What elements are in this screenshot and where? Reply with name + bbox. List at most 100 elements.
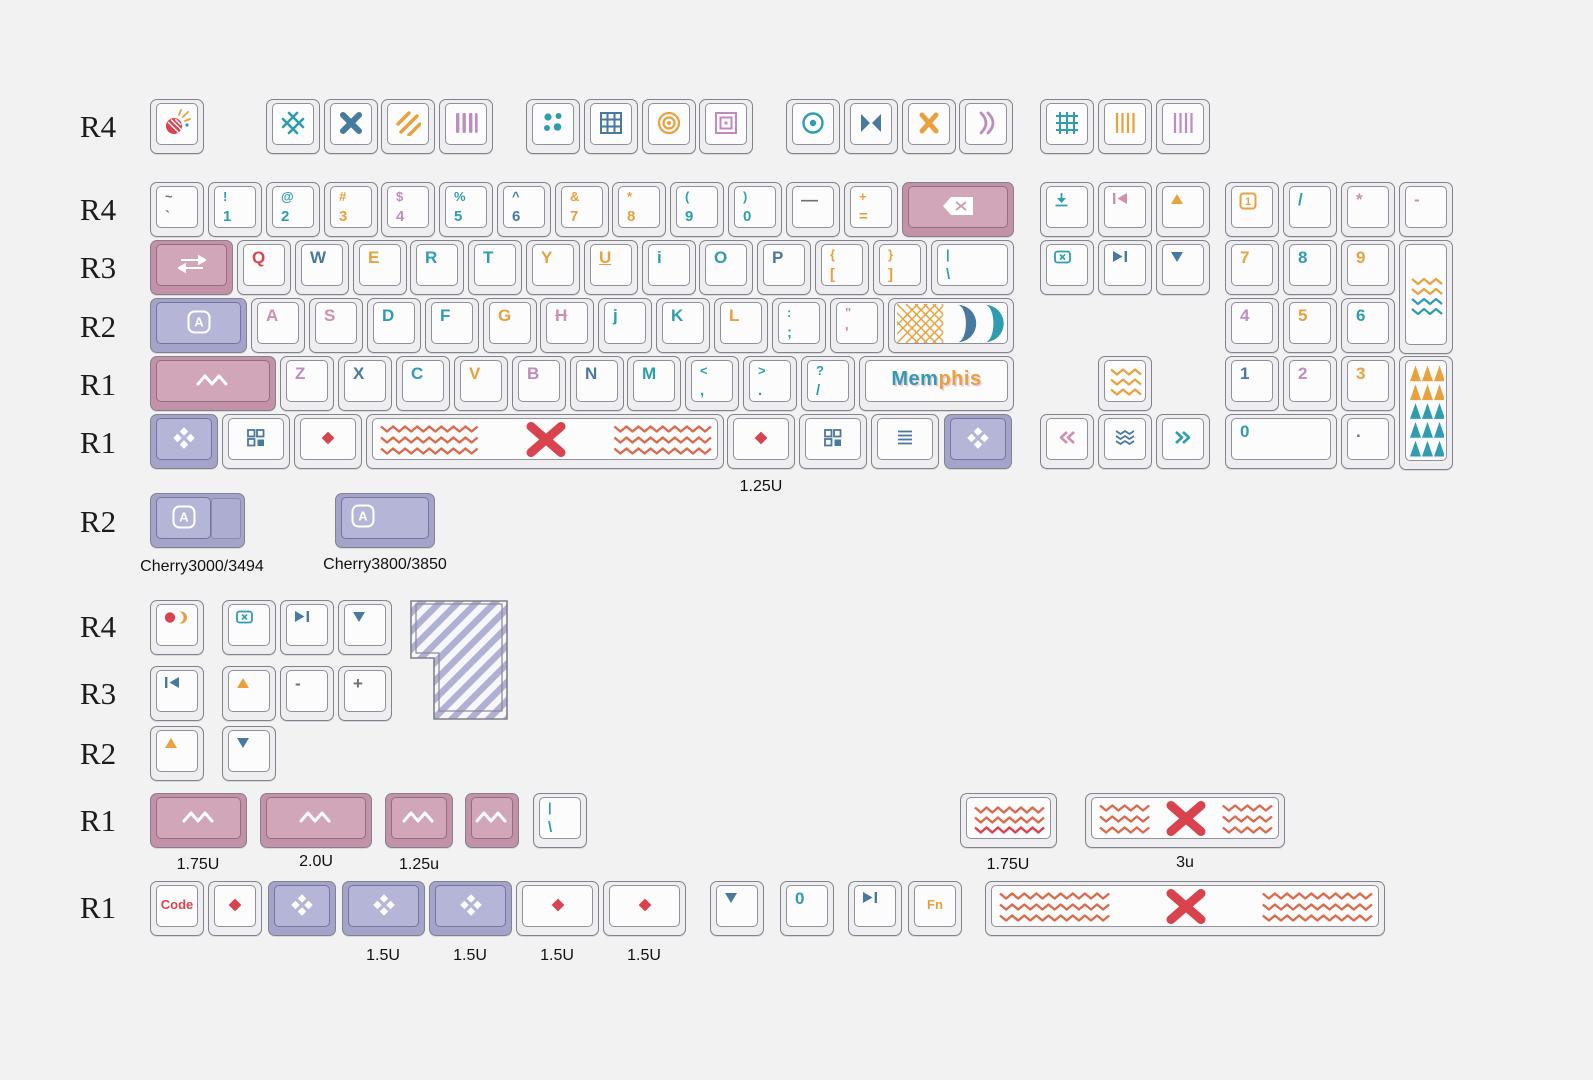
key-f5 <box>526 99 580 154</box>
key-sec-delete <box>222 600 276 655</box>
keycap-top: ?/ <box>807 360 849 402</box>
key-legend: M <box>642 364 657 383</box>
key-f3 <box>381 99 435 154</box>
offset-squares-icon <box>229 419 283 456</box>
key-diamond-150b <box>603 881 686 936</box>
key-legend: B <box>527 364 540 383</box>
keycap-top: |\ <box>539 797 581 839</box>
delete-box-icon <box>236 610 253 629</box>
key-legend: ! <box>223 189 228 204</box>
keycap-top <box>156 604 198 646</box>
key-legend: 6 <box>512 208 521 225</box>
key-8: *8 <box>612 182 666 237</box>
row-label: R3 <box>79 676 117 711</box>
key-legend: } <box>888 247 894 262</box>
key-legend: ? <box>816 363 824 378</box>
keycap-top: %5 <box>445 186 487 228</box>
keycap-top: Fn <box>914 885 956 927</box>
red-waves-pattern <box>969 800 1048 836</box>
keycap-top <box>877 418 933 460</box>
keycap-top <box>445 103 487 145</box>
key-nav-end <box>1098 240 1152 295</box>
key-numpad-5: 5 <box>1283 298 1337 353</box>
svg-text:1: 1 <box>1245 196 1251 208</box>
keycap-top <box>1405 244 1447 345</box>
chevrons-left-icon <box>1047 419 1087 456</box>
diamond-icon <box>610 886 679 923</box>
key-legend: { <box>830 247 836 262</box>
keycap-top <box>372 418 718 460</box>
keycap-top <box>1104 418 1146 460</box>
keycap-top <box>435 885 506 927</box>
zigzag-icon <box>392 798 446 835</box>
svg-text:A: A <box>179 509 189 524</box>
crosshatch-icon <box>273 104 313 141</box>
key-numpad-8: 8 <box>1283 240 1337 295</box>
keycap-top <box>1104 103 1146 145</box>
key-m: M <box>627 356 681 411</box>
key-next-1u <box>848 881 902 936</box>
keycap-top <box>1046 418 1088 460</box>
size-label: 1.5U <box>627 947 661 964</box>
key-minus: — <box>786 182 840 237</box>
keycap-top <box>965 103 1007 145</box>
key-rwin <box>799 414 867 469</box>
size-label: 1.5U <box>540 947 574 964</box>
keycap-top: (9 <box>676 186 718 228</box>
keycap-top: Code <box>156 885 198 927</box>
key-legend: = <box>859 208 868 225</box>
keycap-top: V <box>460 360 502 402</box>
key-legend: 9 <box>1356 248 1366 267</box>
key-legend: ^ <box>512 189 520 204</box>
triangle-down-icon <box>236 736 250 754</box>
key-legend: 2 <box>1298 364 1308 383</box>
key-shift-200 <box>260 793 372 848</box>
key-menu <box>871 414 939 469</box>
key-nav-insert <box>1040 182 1094 237</box>
keycap-top: N <box>576 360 618 402</box>
key-backslash: |\ <box>931 240 1014 295</box>
keycap-top: - <box>1405 186 1447 228</box>
triangle-up-icon <box>164 736 178 754</box>
quad-waves-pattern <box>1408 247 1444 342</box>
key-f10 <box>844 99 898 154</box>
keycap-top: 6 <box>1347 302 1389 344</box>
keycap-top: 3 <box>1347 360 1389 402</box>
key-t: T <box>468 240 522 295</box>
keycap-top <box>805 418 861 460</box>
key-n: N <box>570 356 624 411</box>
key-iso-enter <box>410 600 508 720</box>
key-sec-prev <box>150 666 204 721</box>
boxed-one-icon: 1 <box>1239 192 1257 215</box>
keycap-top <box>908 186 1008 228</box>
key-numpad-multiply: * <box>1341 182 1395 237</box>
keycap-top: 1 <box>1231 186 1273 228</box>
key-legend: . <box>1356 422 1361 441</box>
key-legend: ) <box>743 189 748 204</box>
keycap-top: }] <box>879 244 921 286</box>
key-nav-f1 <box>1040 99 1094 154</box>
key-q: Q <box>237 240 291 295</box>
key-legend: @ <box>281 189 294 204</box>
key-code: Code <box>150 881 204 936</box>
keycap-top: U <box>590 244 632 286</box>
key-sec-next <box>280 600 334 655</box>
key-7: &7 <box>555 182 609 237</box>
key-9: (9 <box>670 182 724 237</box>
key-numpad-2: 2 <box>1283 356 1337 411</box>
menu-lines-icon <box>878 419 932 456</box>
keycap-top <box>532 103 574 145</box>
keycap-top: $4 <box>387 186 429 228</box>
key-legend: O <box>714 248 728 267</box>
keycap-top <box>854 885 896 927</box>
keycap-top <box>1046 103 1088 145</box>
thin-vlines-icon <box>1163 104 1203 141</box>
key-nav-f3 <box>1156 99 1210 154</box>
keycap-top <box>792 103 834 145</box>
key-numpad-divide: / <box>1283 182 1337 237</box>
prev-track-icon <box>1112 192 1128 210</box>
bold-x-icon <box>331 104 371 141</box>
grid-square-icon <box>591 104 631 141</box>
key-a: A <box>251 298 305 353</box>
key-legend: 2 <box>281 208 290 225</box>
